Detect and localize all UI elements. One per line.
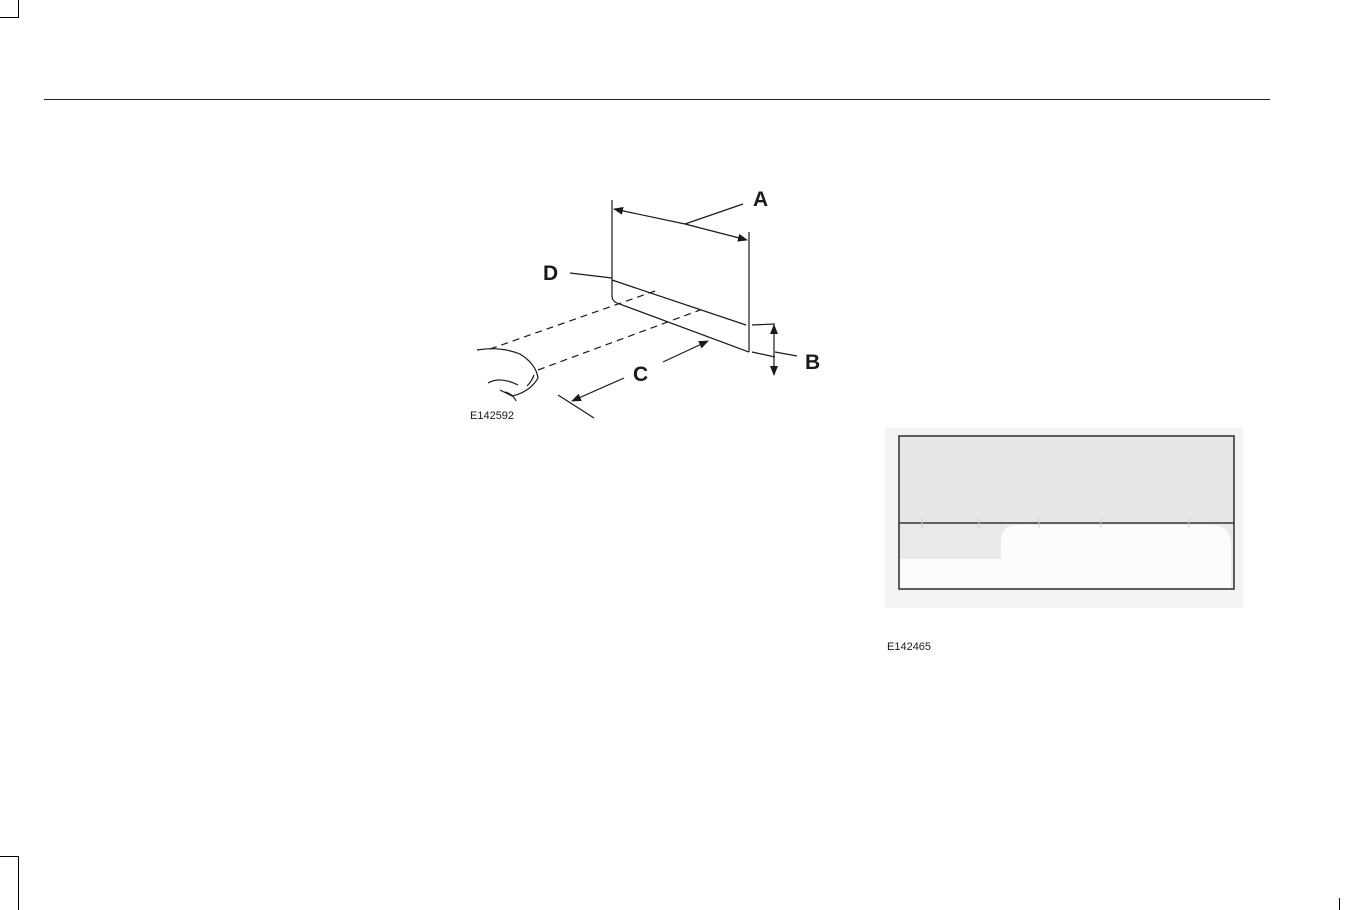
dimension-a-arrow-right xyxy=(685,224,747,240)
figure-panel-illustration xyxy=(885,428,1243,608)
crop-mark-top-left-horizontal xyxy=(0,17,19,18)
crop-mark-top-left-vertical xyxy=(18,0,19,18)
header-rule xyxy=(44,99,1270,100)
crop-mark-bottom-left-vertical xyxy=(18,856,19,910)
dimension-c-arrow-right xyxy=(663,341,708,362)
callout-a: A xyxy=(753,188,768,211)
eye-profile-lower xyxy=(488,375,534,401)
figure-field-of-view-diagram: A D B C xyxy=(460,180,840,430)
dimension-b-extension-top xyxy=(752,324,775,325)
eye-profile xyxy=(477,349,538,396)
panel-upper-area xyxy=(899,436,1234,523)
crop-mark-bottom-left-horizontal xyxy=(0,856,19,857)
sight-line-lower xyxy=(538,310,700,370)
dimension-c-arrow-left xyxy=(572,378,624,401)
callout-d: D xyxy=(543,262,558,285)
dimension-c-extension xyxy=(558,395,594,418)
panel-bottom-edge xyxy=(617,303,749,352)
callout-d-leader xyxy=(570,273,612,278)
crop-mark-bottom-right-vertical xyxy=(1339,898,1340,910)
callout-b-leader xyxy=(775,352,797,356)
sight-line-upper xyxy=(490,291,655,349)
dimension-b-extension-bottom xyxy=(752,352,775,357)
callout-c: C xyxy=(633,363,648,386)
callout-b: B xyxy=(805,351,820,374)
callout-a-leader xyxy=(685,204,743,224)
figure-1-code: E142592 xyxy=(470,410,514,422)
figure-2-code: E142465 xyxy=(887,641,931,653)
dimension-a-arrow-left xyxy=(614,209,685,224)
panel-left-edge xyxy=(612,200,617,303)
